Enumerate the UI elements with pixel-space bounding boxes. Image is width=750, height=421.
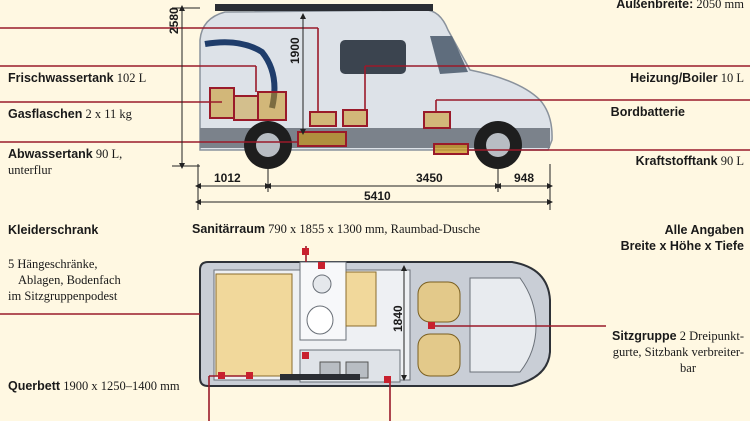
alle-angaben-label: Alle Angaben Breite x Höhe x Tiefe bbox=[620, 223, 744, 253]
entry-step bbox=[280, 374, 360, 380]
floor-leader-lines bbox=[0, 246, 606, 421]
sitzgruppe-label: Sitzgruppe 2 Dreipunkt- gurte, Sitzbank … bbox=[612, 329, 744, 375]
frischwassertank-label: Frischwassertank 102 L bbox=[8, 71, 147, 85]
kleiderschrank-label: Kleiderschrank bbox=[8, 223, 99, 237]
side-window bbox=[340, 40, 406, 74]
battery-marker-2 bbox=[423, 111, 451, 129]
wheelbase-dim: 3450 bbox=[416, 171, 443, 185]
dashboard bbox=[469, 277, 537, 373]
side-dimension-lines bbox=[172, 4, 553, 210]
roof-rail bbox=[215, 4, 433, 11]
rear-wheel bbox=[244, 121, 292, 169]
toilet bbox=[306, 305, 334, 335]
aussenbreite-label: Außenbreite: 2050 mm bbox=[616, 0, 744, 11]
kraftstofftank-label: Kraftstofftank 90 L bbox=[635, 154, 744, 168]
querbett-label: Querbett 1900 x 1250–1400 mm bbox=[8, 379, 180, 393]
fuel-tank-marker bbox=[433, 143, 469, 155]
floor-plan bbox=[199, 261, 551, 387]
waste-water-tank-marker bbox=[297, 131, 347, 147]
haengeschraenke-label: 5 Hängeschränke, Ablagen, Bodenfach im S… bbox=[8, 257, 121, 303]
gas-bottles-marker bbox=[209, 87, 235, 119]
overhang-front-dim: 948 bbox=[514, 171, 535, 185]
side-leader-lines bbox=[0, 27, 750, 151]
swivel-seat-left bbox=[417, 281, 461, 323]
bench-seat bbox=[345, 271, 377, 327]
bordbatterie-label: Bordbatterie bbox=[610, 105, 685, 119]
front-wheel bbox=[474, 121, 522, 169]
heater-marker bbox=[309, 111, 337, 127]
body-stripe bbox=[204, 39, 278, 109]
sanitaerraum-label: Sanitärraum 790 x 1855 x 1300 mm, Raumba… bbox=[192, 222, 481, 236]
heizung-label: Heizung/Boiler 10 L bbox=[630, 71, 744, 85]
floor-markers bbox=[218, 248, 435, 383]
abwassertank-label: Abwassertank 90 L, unterflur bbox=[8, 147, 123, 177]
height-inner-dim: 1900 bbox=[288, 37, 302, 64]
gasflaschen-label: Gasflaschen 2 x 11 kg bbox=[8, 107, 132, 121]
overhang-rear-dim: 1012 bbox=[214, 171, 241, 185]
swivel-seat-right bbox=[417, 333, 461, 377]
van-side-view bbox=[199, 4, 553, 169]
fresh-water-tank-marker bbox=[257, 91, 287, 121]
height-total-dim: 2580 bbox=[167, 7, 181, 34]
length-total-dim: 5410 bbox=[364, 189, 391, 203]
wash-basin bbox=[312, 274, 332, 294]
transverse-bed bbox=[215, 273, 293, 377]
gas-bottles-marker-2 bbox=[233, 95, 259, 121]
battery-marker bbox=[342, 109, 368, 127]
interior-width-dim: 1840 bbox=[391, 305, 405, 332]
